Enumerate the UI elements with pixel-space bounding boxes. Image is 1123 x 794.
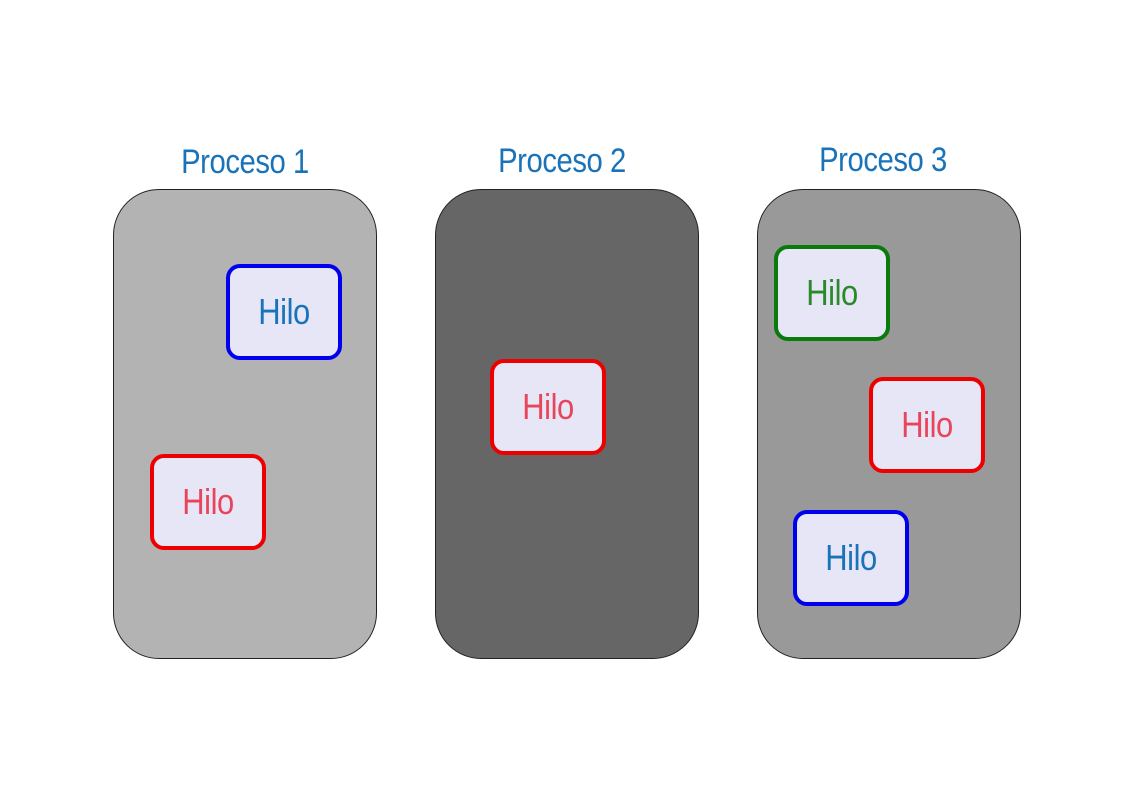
process-2-thread-1: Hilo — [490, 359, 606, 455]
thread-label: Hilo — [825, 537, 877, 578]
process-3-box: Hilo Hilo Hilo — [757, 189, 1021, 659]
process-3-title: Proceso 3 — [819, 141, 947, 179]
thread-label: Hilo — [182, 481, 234, 522]
process-3-thread-2: Hilo — [869, 377, 985, 473]
thread-label: Hilo — [258, 291, 310, 332]
process-1-thread-1: Hilo — [226, 264, 342, 360]
process-2-title: Proceso 2 — [498, 142, 626, 180]
thread-label: Hilo — [901, 404, 953, 445]
process-1-box: Hilo Hilo — [113, 189, 377, 659]
process-3-thread-1: Hilo — [774, 245, 890, 341]
process-2-box: Hilo — [435, 189, 699, 659]
thread-label: Hilo — [522, 386, 574, 427]
process-1-thread-2: Hilo — [150, 454, 266, 550]
process-1-title: Proceso 1 — [181, 143, 309, 181]
thread-label: Hilo — [806, 272, 858, 313]
process-3-thread-3: Hilo — [793, 510, 909, 606]
